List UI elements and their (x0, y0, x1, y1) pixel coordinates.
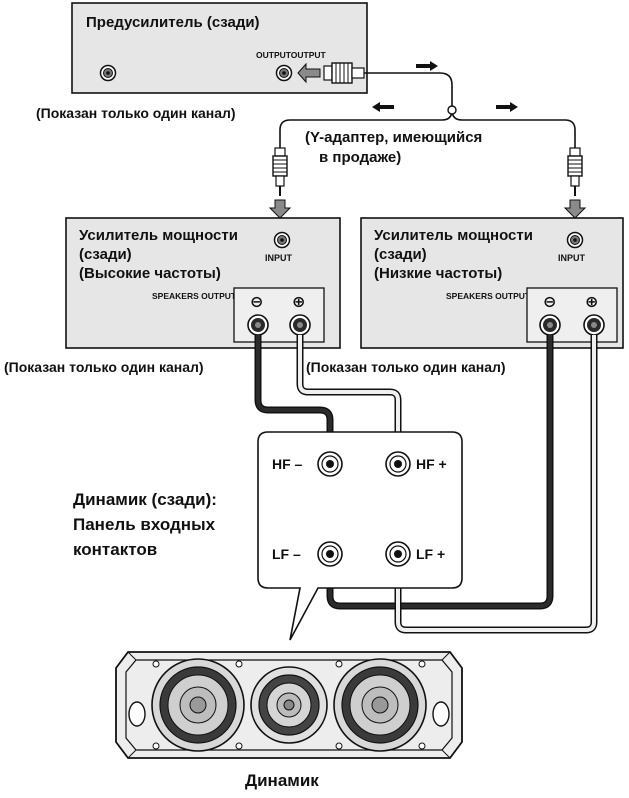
preamp-panel: Предусилитель (сзади) OUTPUTOUTPUT (71, 2, 368, 94)
rca-plug-low (567, 147, 583, 197)
left-woofer-icon (151, 658, 245, 752)
amp-high-minus-post[interactable] (247, 314, 269, 336)
amp-high-note: (Показан только один канал) (4, 359, 204, 375)
preamp-title: Предусилитель (сзади) (86, 14, 260, 31)
signal-direction-arrows (372, 61, 518, 112)
amp-low-input-label: INPUT (558, 253, 586, 263)
amp-low-input-jack[interactable] (566, 231, 584, 249)
amp-low-panel: Усилитель мощности (сзади) (Низкие часто… (360, 217, 624, 349)
arrow-down-high-icon (268, 199, 292, 219)
speaker-cables (254, 335, 598, 634)
terminal-title-line1: Динамик (сзади): (73, 490, 217, 509)
rca-plug-high (272, 147, 288, 197)
amp-high-line3: (Высокие частоты) (79, 265, 221, 282)
terminal-hf-minus-label: HF – (272, 456, 303, 472)
amp-low-line3: (Низкие частоты) (374, 265, 502, 282)
terminal-hf-plus[interactable] (385, 451, 411, 477)
arrow-down-low-icon (563, 199, 587, 219)
amp-low-line1: Усилитель мощности (374, 227, 533, 244)
left-bass-port-icon (128, 701, 146, 727)
y-adapter-label-line2: в продаже) (319, 149, 401, 166)
amp-low-line2: (сзади) (374, 246, 427, 263)
preamp-output-jack[interactable] (275, 64, 293, 82)
terminal-hf-plus-label: HF + (416, 456, 447, 472)
terminal-title-line2: Панель входных (73, 515, 216, 534)
amp-high-plus: ⊕ (292, 294, 305, 311)
amp-high-panel: Усилитель мощности (сзади) (Высокие част… (65, 217, 341, 349)
amp-low-plus-post[interactable] (583, 314, 605, 336)
amp-low-speakers-output-label: SPEAKERS OUTPUT (446, 291, 531, 301)
preamp-note: (Показан только один канал) (36, 105, 236, 121)
tweeter-icon (250, 666, 328, 744)
amp-high-input-label: INPUT (265, 253, 293, 263)
amp-low-minus: ⊖ (543, 294, 556, 311)
amp-low-note: (Показан только один канал) (306, 359, 506, 375)
terminal-lf-minus-label: LF – (272, 546, 301, 562)
right-woofer-icon (333, 658, 427, 752)
terminal-panel: HF – HF + LF – LF + (257, 431, 463, 641)
preamp-plug (297, 62, 365, 84)
amp-low-minus-post[interactable] (539, 314, 561, 336)
amp-high-minus: ⊖ (250, 294, 263, 311)
amp-high-input-jack[interactable] (273, 231, 291, 249)
terminal-lf-minus[interactable] (317, 541, 343, 567)
terminal-hf-minus[interactable] (317, 451, 343, 477)
terminal-lf-plus-label: LF + (416, 546, 445, 562)
right-bass-port-icon (432, 701, 450, 727)
amp-high-speakers-output-label: SPEAKERS OUTPUT (152, 291, 237, 301)
terminal-lf-plus[interactable] (385, 541, 411, 567)
speaker-caption: Динамик (245, 771, 319, 790)
amp-high-line2: (сзади) (79, 246, 132, 263)
y-junction (447, 105, 457, 115)
y-adapter-cable (279, 72, 576, 150)
y-adapter-label-line1: (Y-адаптер, имеющийся (305, 129, 482, 146)
amp-low-plus: ⊕ (585, 294, 598, 311)
terminal-title-line3: контактов (73, 540, 157, 559)
amp-high-line1: Усилитель мощности (79, 227, 238, 244)
preamp-output-label: OUTPUTOUTPUT (256, 50, 327, 60)
amp-high-plus-post[interactable] (289, 314, 311, 336)
preamp-jack-left[interactable] (99, 64, 117, 82)
speaker-cabinet (115, 651, 463, 759)
